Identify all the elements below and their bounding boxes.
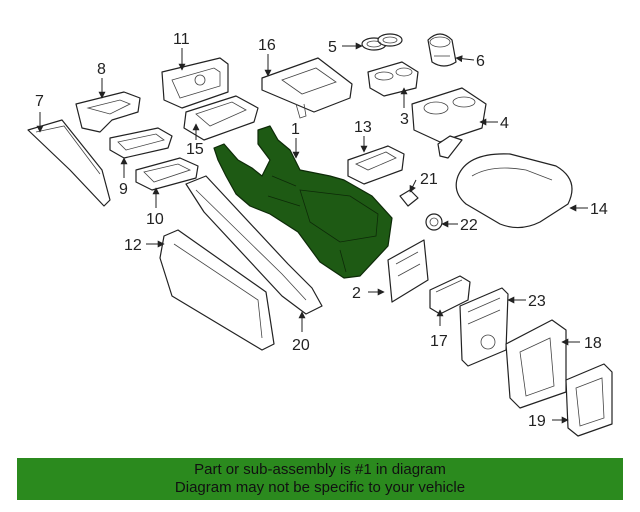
info-banner: Part or sub-assembly is #1 in diagram Di… <box>17 458 623 500</box>
part-19-trim-panel[interactable] <box>565 363 613 437</box>
callout-9: 9 <box>119 181 128 198</box>
callout-4: 4 <box>500 115 509 132</box>
part-15-cover-plate[interactable] <box>183 95 259 141</box>
callout-8: 8 <box>97 61 106 78</box>
callout-22: 22 <box>460 217 478 234</box>
part-23-control-panel[interactable] <box>459 287 509 367</box>
callout-21: 21 <box>420 171 438 188</box>
part-16-top-panel[interactable] <box>261 57 353 119</box>
callout-6: 6 <box>476 53 485 70</box>
part-12-side-panel[interactable] <box>159 229 275 351</box>
part-18-trim-bezel[interactable] <box>505 319 567 409</box>
callout-23: 23 <box>528 293 546 310</box>
part-10-tray[interactable] <box>135 157 199 191</box>
callout-14: 14 <box>590 201 608 218</box>
part-20-rear-bracket[interactable] <box>185 175 323 315</box>
part-9-trim-panel[interactable] <box>109 127 173 159</box>
leader-lines <box>36 42 588 424</box>
callout-15: 15 <box>186 141 204 158</box>
part-4-cupholder-assembly[interactable] <box>411 87 487 159</box>
callout-12: 12 <box>124 237 142 254</box>
part-11-shifter-bezel[interactable] <box>161 57 229 109</box>
part-6-cup-insert[interactable] <box>427 33 457 67</box>
callout-7: 7 <box>35 93 44 110</box>
parts-diagram: 1 2 3 4 5 6 7 8 9 10 11 12 13 14 15 16 1… <box>27 31 613 437</box>
banner-line-1: Part or sub-assembly is #1 in diagram <box>194 461 446 478</box>
part-1-console-assembly[interactable] <box>213 125 393 279</box>
part-7-side-trim[interactable] <box>27 119 111 207</box>
part-21-plug[interactable] <box>399 189 419 207</box>
callout-3: 3 <box>400 111 409 128</box>
part-17-module[interactable] <box>429 275 471 315</box>
callout-2: 2 <box>352 285 361 302</box>
callout-16: 16 <box>258 37 276 54</box>
part-5-cup-ring[interactable] <box>361 33 403 51</box>
banner-line-2: Diagram may not be specific to your vehi… <box>174 479 466 496</box>
callout-19: 19 <box>528 413 546 430</box>
callout-20: 20 <box>292 337 310 354</box>
part-2-bracket[interactable] <box>387 239 429 303</box>
part-8-trim-bezel[interactable] <box>75 91 141 133</box>
callout-10: 10 <box>146 211 164 228</box>
callout-11: 11 <box>173 31 190 48</box>
part-22-fastener[interactable] <box>425 213 443 231</box>
part-13-storage-tray[interactable] <box>347 145 405 185</box>
callout-5: 5 <box>328 39 337 56</box>
part-3-cupholder-insert[interactable] <box>367 61 419 97</box>
callout-1: 1 <box>291 121 300 138</box>
part-14-armrest-lid[interactable] <box>455 153 573 229</box>
callout-17: 17 <box>430 333 448 350</box>
callout-13: 13 <box>354 119 372 136</box>
callout-18: 18 <box>584 335 602 352</box>
callout-labels: 1 2 3 4 5 6 7 8 9 10 11 12 13 14 15 16 1… <box>35 31 608 430</box>
